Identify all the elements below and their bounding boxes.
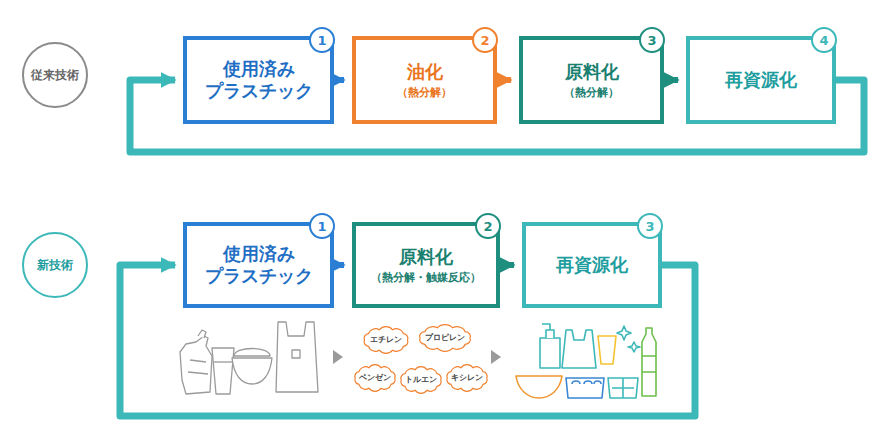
pump-head: [542, 324, 554, 338]
node-title: 従来技術: [31, 68, 79, 82]
flow-arrow: [664, 77, 678, 83]
process-box: 再資源化: [686, 36, 836, 124]
process-box: 使用済み プラスチック: [183, 36, 334, 124]
node-title: 再資源化: [556, 254, 628, 276]
plastic-bag: [276, 322, 318, 392]
flow-arrow: [334, 262, 344, 268]
node-title: 新技術: [37, 258, 73, 272]
callout-number: 2: [475, 213, 501, 239]
text-group: 原料化 （熱分解・触媒反応）: [371, 246, 481, 284]
text-group: 油化 （熱分解）: [397, 61, 452, 99]
bag-mark: [292, 350, 300, 358]
node-title: トルエン: [405, 375, 437, 385]
callout-number: 3: [639, 27, 665, 53]
node-subtitle: （熱分解・触媒反応）: [371, 271, 481, 284]
cloud-outline: [420, 325, 471, 352]
node-title: ベンゼン: [359, 373, 391, 383]
callout-number: 4: [811, 27, 837, 53]
category-circle: 従来技術: [22, 42, 88, 108]
bottle-crease: [188, 360, 208, 374]
text-group: 使用済み プラスチック: [193, 243, 324, 286]
bowl-lid: [234, 349, 270, 357]
plastic-cup: [212, 348, 234, 394]
shopping-bag: [562, 330, 596, 368]
cloud-outline: [355, 365, 395, 392]
egg-carton: [566, 378, 604, 398]
chemical-cloud: トルエン: [398, 366, 444, 394]
callout-number: 1: [309, 213, 335, 239]
node-title: 使用済み プラスチック: [193, 243, 324, 286]
category-circle: 新技術: [22, 232, 88, 298]
cup-line: [214, 361, 232, 362]
node-title: エチレン: [370, 335, 402, 345]
text-group: 使用済み プラスチック: [193, 58, 324, 101]
cup: [598, 336, 616, 364]
flow-arrow: [334, 77, 344, 83]
node-subtitle: （熱分解）: [564, 86, 619, 99]
food-tray: [608, 378, 638, 398]
sparkle: [617, 326, 631, 340]
text-group: エチレン: [370, 335, 402, 345]
chemical-cloud: エチレン: [361, 326, 411, 354]
cloud-outline: [401, 367, 441, 394]
process-box: 使用済み プラスチック: [183, 222, 334, 308]
node-title: 原料化: [399, 246, 453, 268]
node-title: キシレン: [451, 373, 483, 383]
node-title: 原料化: [565, 61, 619, 83]
cloud-outline: [364, 327, 408, 354]
egg-cups: [572, 381, 601, 384]
callout-number: 2: [472, 27, 498, 53]
flow-arrow: [497, 77, 511, 83]
text-group: 再資源化: [725, 69, 797, 91]
plastic-waste: [180, 322, 318, 394]
chemical-cloud: ベンゼン: [352, 364, 398, 392]
cloud-outline: [447, 365, 487, 392]
crushed-bottle: [180, 336, 212, 394]
text-group: 原料化 （熱分解）: [564, 61, 619, 99]
flow-arrow: [500, 262, 514, 268]
bottle-cap: [198, 330, 206, 338]
node-title: プロピレン: [425, 333, 465, 343]
step-triangle: [333, 350, 343, 364]
sparkle: [628, 342, 640, 352]
bottle-label: [642, 356, 656, 372]
text-group: 再資源化: [556, 254, 628, 276]
text-group: 従来技術: [31, 68, 79, 82]
text-group: ベンゼン: [359, 373, 391, 383]
chemical-cloud: プロピレン: [416, 324, 474, 352]
text-group: プロピレン: [425, 333, 465, 343]
callout-number: 1: [309, 27, 335, 53]
plastic-bowl: [232, 358, 272, 384]
chemical-cloud: キシレン: [444, 364, 490, 392]
callout-number: 3: [637, 213, 663, 239]
node-subtitle: （熱分解）: [397, 86, 452, 99]
drink-bottle: [642, 328, 656, 396]
step-triangle: [491, 350, 501, 364]
node-title: 再資源化: [725, 69, 797, 91]
text-group: トルエン: [405, 375, 437, 385]
text-group: キシレン: [451, 373, 483, 383]
bowl: [516, 376, 562, 398]
recycled-products: [516, 324, 656, 398]
text-group: 新技術: [37, 258, 73, 272]
node-title: 油化: [407, 61, 443, 83]
pump-bottle: [540, 338, 560, 368]
node-title: 使用済み プラスチック: [193, 58, 324, 101]
